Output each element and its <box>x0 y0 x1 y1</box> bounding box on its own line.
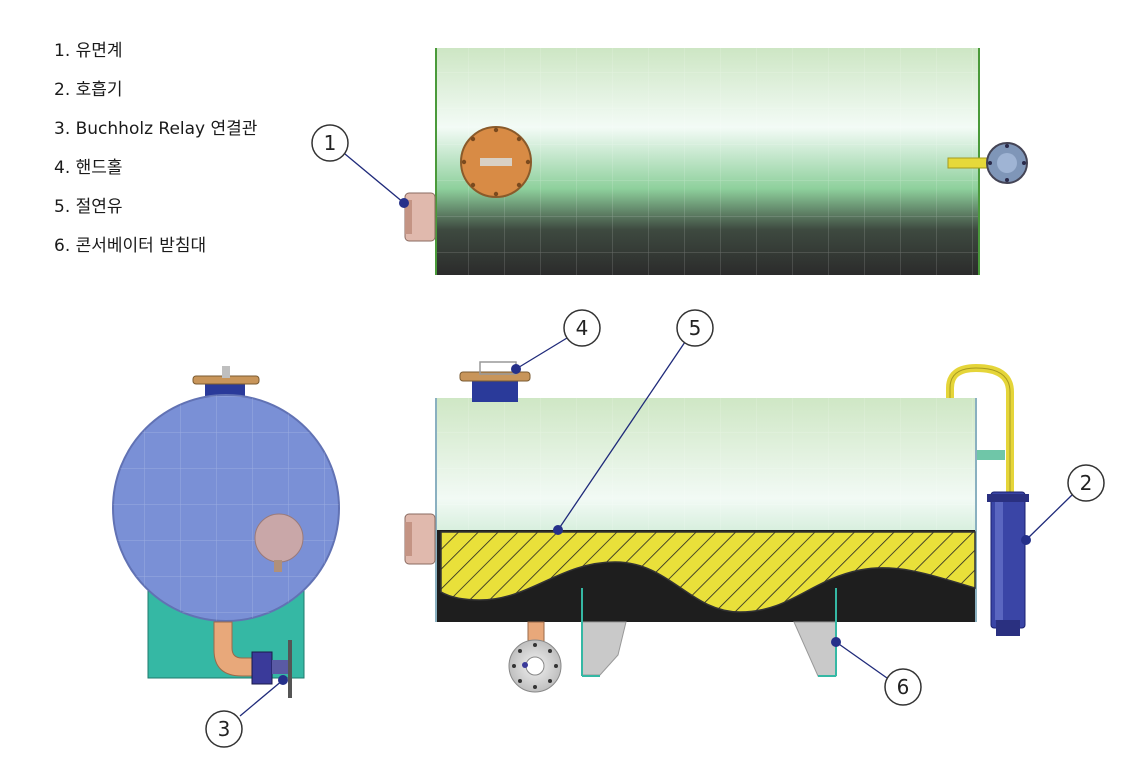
end-view-oil-gauge <box>254 513 304 563</box>
callout-circle-1 <box>311 124 349 162</box>
callout-label-1: 1 <box>324 131 337 155</box>
legend-item-buchholz-pipe: 3. Buchholz Relay 연결관 <box>54 119 258 139</box>
legend-list: 1. 유면계 2. 호흡기 3. Buchholz Relay 연결관 4. 핸… <box>54 40 257 274</box>
callout-circle-6 <box>884 668 922 706</box>
callout-label-3: 3 <box>218 717 231 741</box>
insulating-oil-hatch <box>440 531 976 613</box>
callout-circle-4 <box>563 309 601 347</box>
support-right <box>793 621 837 677</box>
callout-label-6: 6 <box>897 675 910 699</box>
callout-circle-3 <box>205 710 243 748</box>
callout-label-5: 5 <box>689 316 702 340</box>
buchholz-relay-flange <box>251 651 273 685</box>
legend-item-breather: 2. 호흡기 <box>54 80 123 100</box>
legend-item-insulating-oil: 5. 절연유 <box>54 197 123 217</box>
side-view <box>404 361 1029 693</box>
callout-circle-2 <box>1067 464 1105 502</box>
callout-label-4: 4 <box>576 316 589 340</box>
legend-item-oil-level-gauge: 1. 유면계 <box>54 41 123 61</box>
legend-item-hand-hole: 4. 핸드홀 <box>54 158 123 178</box>
callouts <box>239 153 1073 717</box>
callout-label-2: 2 <box>1080 471 1093 495</box>
legend-item-support: 6. 콘서베이터 받침대 <box>54 236 207 256</box>
callout-circle-5 <box>676 309 714 347</box>
end-view <box>112 366 340 698</box>
top-view <box>404 48 1028 275</box>
support-left <box>581 621 627 676</box>
